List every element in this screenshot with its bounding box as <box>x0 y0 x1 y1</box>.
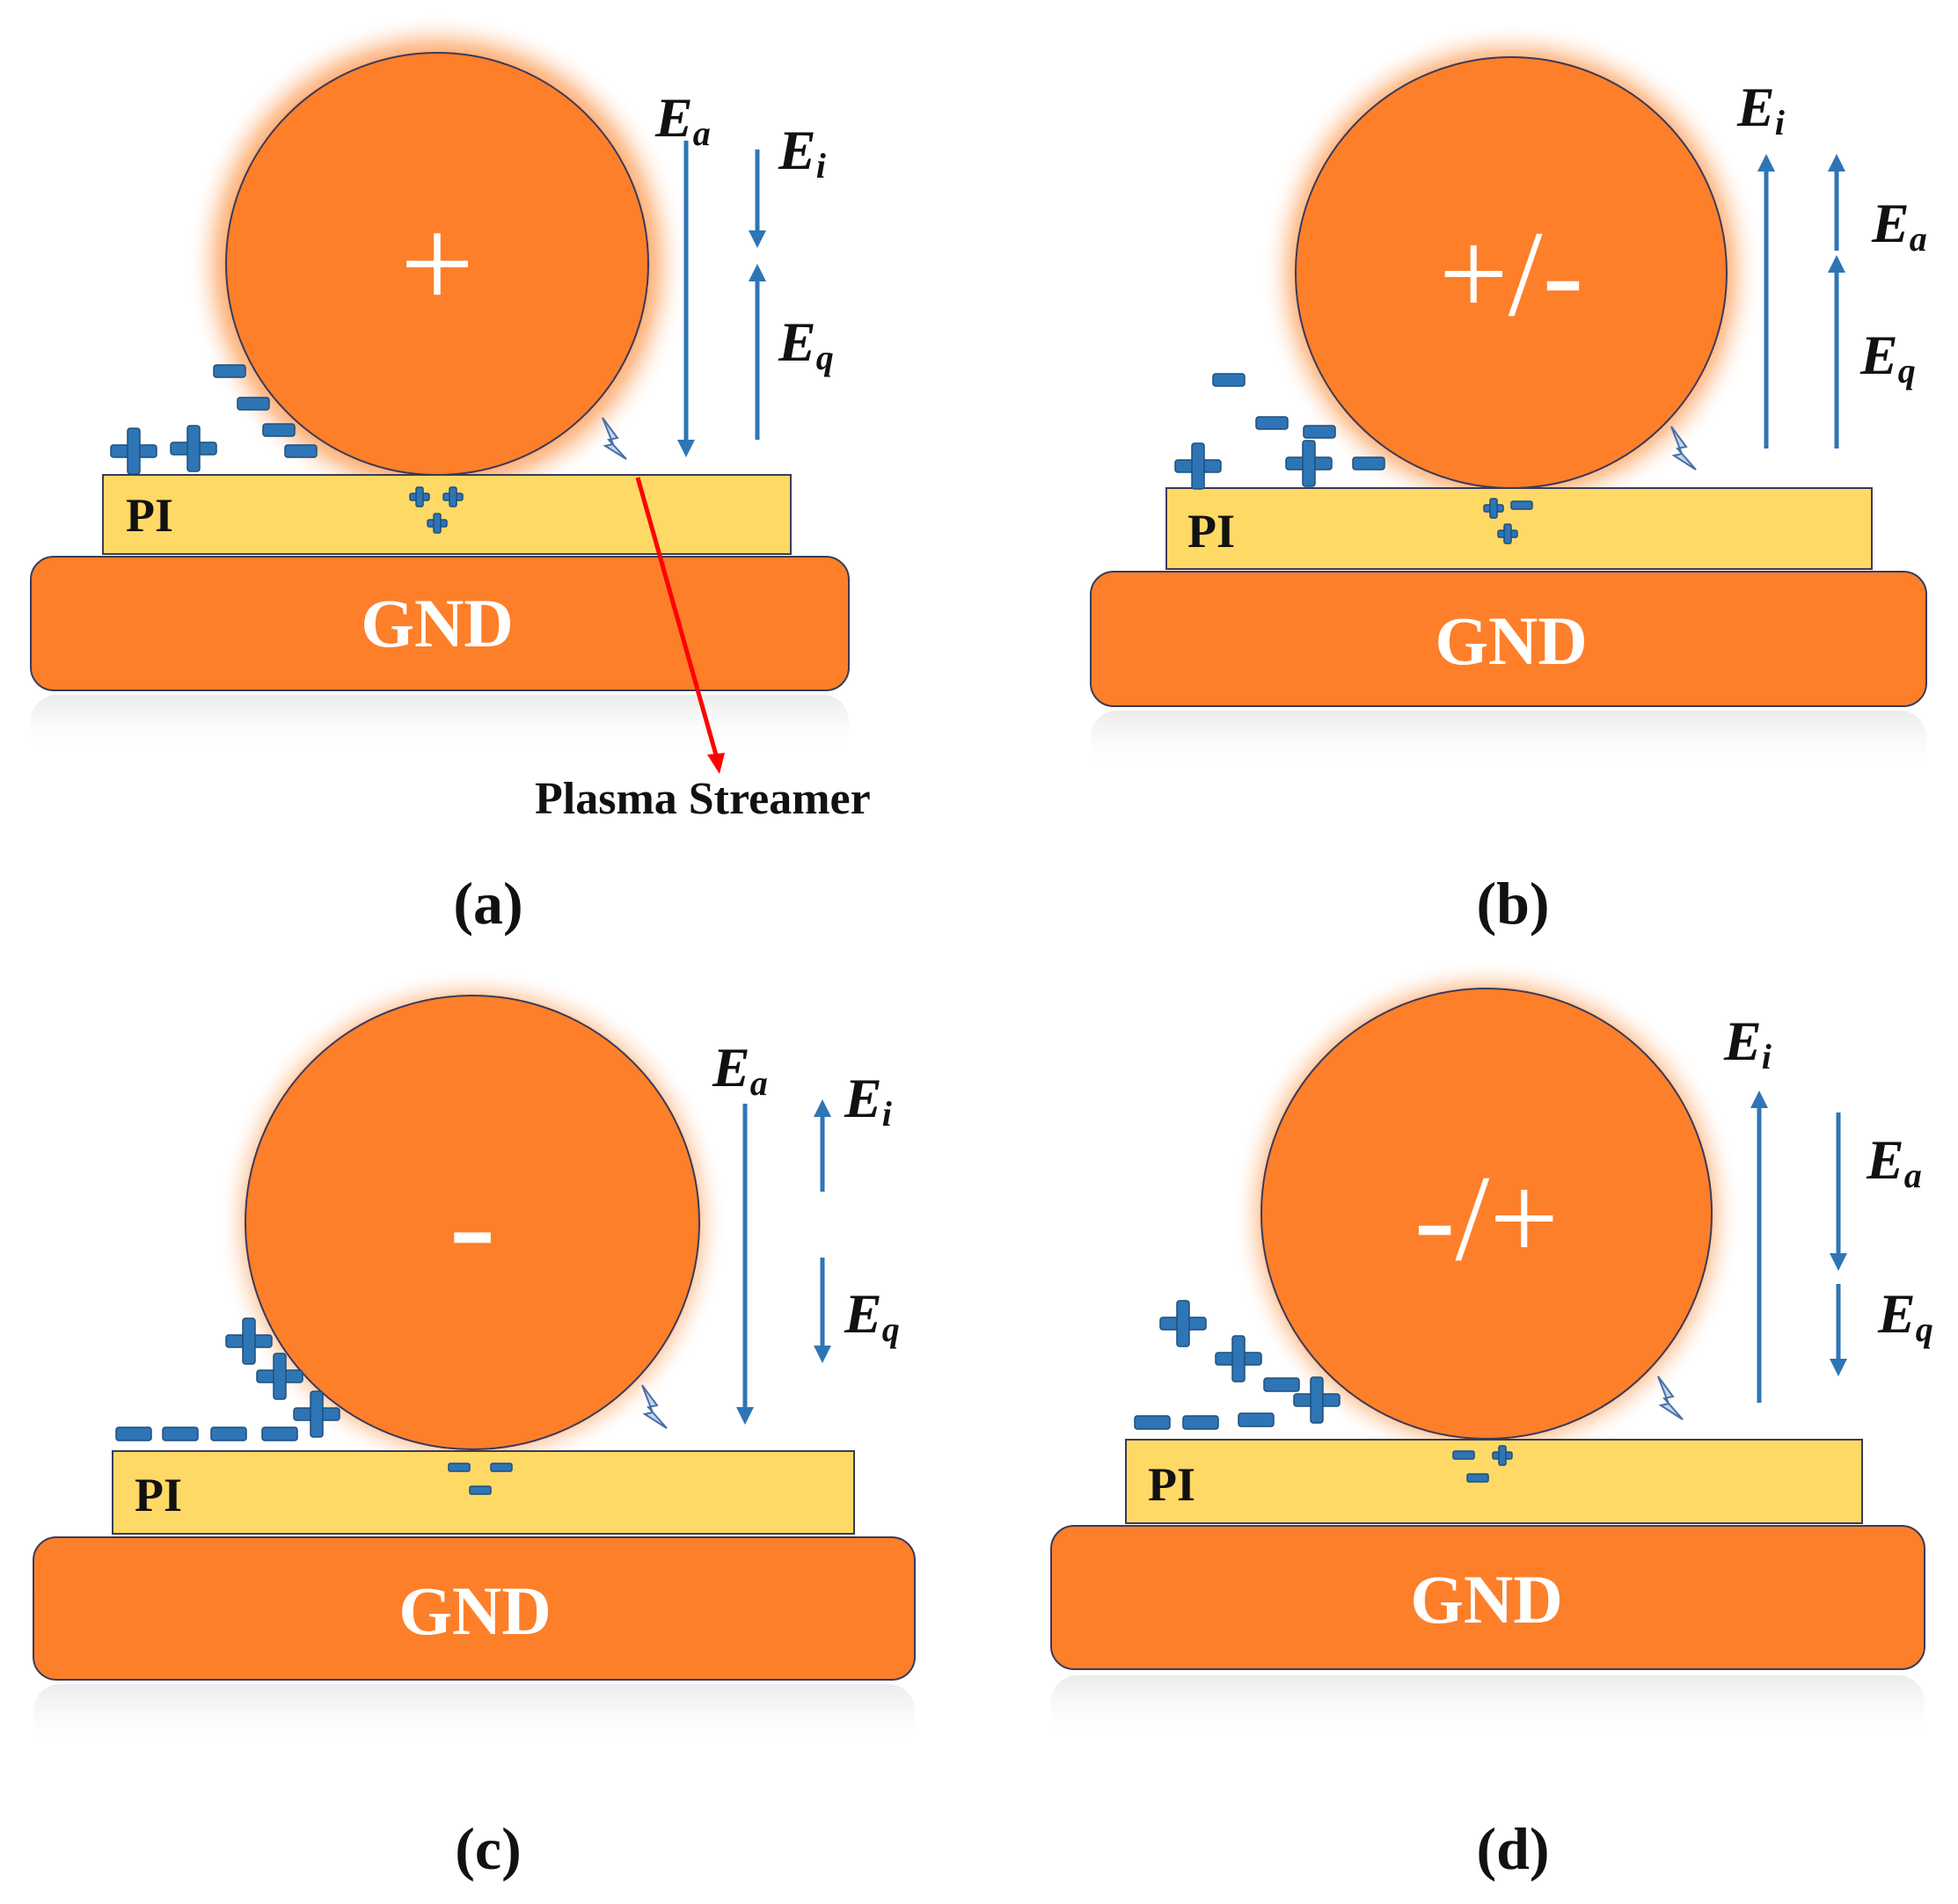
panel-caption: (d) <box>1476 1815 1549 1882</box>
gnd-reflection <box>1051 1675 1925 1741</box>
label-ea: Ea <box>712 1036 768 1103</box>
panel-b: GND PI +/- Ei Ea Eq (b) <box>1090 22 1927 937</box>
spark-icon <box>1670 426 1697 471</box>
panel-caption: (a) <box>453 870 522 937</box>
label-ea: Ea <box>654 86 711 153</box>
electrode-sign: - <box>449 1145 495 1302</box>
gnd-plate <box>33 1536 916 1681</box>
pi-label: PI <box>135 1469 182 1521</box>
spark-icon <box>602 417 627 460</box>
label-ei: Ei <box>778 119 826 186</box>
electrode-ball <box>1260 988 1713 1440</box>
pi-layer <box>1165 487 1873 570</box>
gnd-plate <box>1090 571 1927 707</box>
label-ei: Ei <box>1736 76 1785 142</box>
label-eq: Eq <box>1877 1282 1933 1349</box>
surface-charges <box>1134 1300 1341 1430</box>
label-ei: Ei <box>1723 1010 1772 1076</box>
panel-caption: (c) <box>455 1815 521 1882</box>
label-ei: Ei <box>844 1067 892 1134</box>
gnd-label: GND <box>1435 602 1587 679</box>
label-eq: Eq <box>844 1282 900 1349</box>
pi-bulk-charges <box>448 1463 513 1495</box>
surface-charges <box>115 1317 340 1441</box>
plasma-streamer-pointer <box>635 477 720 759</box>
pi-label: PI <box>1187 505 1235 558</box>
gnd-reflection <box>31 695 849 756</box>
field-arrows <box>1750 1091 1847 1403</box>
pi-layer <box>102 474 792 555</box>
surface-charges <box>1174 373 1385 490</box>
electrode-sign: + <box>400 191 475 337</box>
pi-label: PI <box>126 489 173 542</box>
gnd-reflection <box>1091 711 1926 772</box>
spark-icon <box>641 1384 668 1429</box>
field-arrows <box>736 1099 831 1425</box>
gnd-label: GND <box>361 585 513 661</box>
surface-charges <box>110 364 318 475</box>
spark-icon <box>1657 1375 1684 1420</box>
electrode-sign: +/- <box>1439 206 1583 342</box>
field-arrows <box>677 141 766 457</box>
plasma-streamer-arrowhead <box>707 753 725 774</box>
pi-label: PI <box>1148 1458 1195 1511</box>
panel-c: GND PI - Ea Ei Eq (c) <box>33 967 916 1882</box>
panel-d: GND PI -/+ Ei Ea Eq (d) <box>1050 959 1933 1882</box>
gnd-label: GND <box>1410 1561 1562 1638</box>
field-arrows <box>1757 154 1845 449</box>
panel-caption: (b) <box>1476 870 1549 937</box>
label-ea: Ea <box>1871 192 1927 259</box>
electrode-ball <box>225 52 649 476</box>
pi-bulk-charges <box>409 486 464 534</box>
label-eq: Eq <box>1859 324 1916 390</box>
gnd-plate <box>1050 1525 1925 1670</box>
label-ea: Ea <box>1866 1128 1922 1195</box>
electrode-sign: -/+ <box>1414 1150 1559 1287</box>
gnd-reflection <box>33 1684 915 1750</box>
electrode-ball <box>1295 56 1728 489</box>
gnd-label: GND <box>398 1572 551 1649</box>
plasma-streamer-label: Plasma Streamer <box>535 774 871 824</box>
pi-bulk-charges <box>1452 1445 1513 1483</box>
panel-a: GND PI + Ea Ei Eq <box>30 13 871 937</box>
label-eq: Eq <box>778 310 834 377</box>
gnd-plate <box>30 556 850 691</box>
pi-bulk-charges <box>1483 498 1533 544</box>
electrode-ball <box>245 995 700 1450</box>
